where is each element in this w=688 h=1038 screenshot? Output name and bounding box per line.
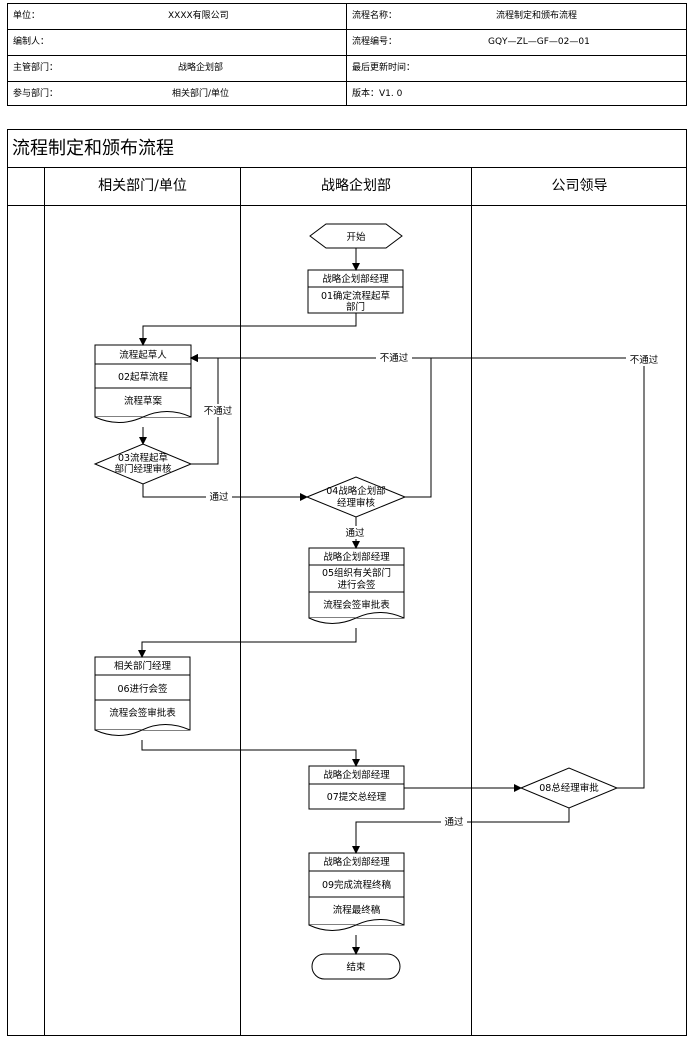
step-07-role: 战略企划部经理 xyxy=(323,769,390,781)
step-04-decision: 04战略企划部 经理审核 xyxy=(305,476,407,518)
end-node: 结束 xyxy=(311,953,401,980)
info-table: 单位： XXXX有限公司 流程名称： 流程制定和颁布流程 编制人： 流程编号： … xyxy=(7,3,687,106)
step-02-doc: 流程草案 xyxy=(124,395,163,407)
connectors xyxy=(138,248,645,955)
start-node: 开始 xyxy=(309,223,403,249)
step-05-box: 战略企划部经理 05组织有关部门 进行会签 流程会签审批表 xyxy=(308,547,405,624)
step-05-role: 战略企划部经理 xyxy=(323,551,390,563)
step-06-box: 相关部门经理 06进行会签 流程会签审批表 xyxy=(94,656,191,736)
info-divider xyxy=(346,4,347,105)
process-name-value: 流程制定和颁布流程 xyxy=(496,11,578,21)
step-02-role: 流程起草人 xyxy=(119,349,167,361)
fail-label-04: 不通过 xyxy=(380,352,409,364)
step-08-label: 08总经理审批 xyxy=(539,782,599,794)
lane-header-related-dept: 相关部门/单位 xyxy=(98,178,187,194)
step-09-action: 09完成流程终稿 xyxy=(322,879,392,891)
process-name-label: 流程名称： xyxy=(352,11,398,21)
step-02-action: 02起草流程 xyxy=(118,371,169,383)
pass-label-03: 通过 xyxy=(209,491,229,503)
lane-grid xyxy=(7,168,687,1036)
lane-header-strategy-dept: 战略企划部 xyxy=(321,178,391,194)
info-row-dept: 主管部门： 战略企划部 最后更新时间： xyxy=(8,56,686,82)
step-07-box: 战略企划部经理 07提交总经理 xyxy=(308,765,405,810)
step-01-role: 战略企划部经理 xyxy=(322,273,389,285)
step-09-box: 战略企划部经理 09完成流程终稿 流程最终稿 xyxy=(308,852,405,931)
step-06-role: 相关部门经理 xyxy=(114,660,172,672)
step-01-action-line2: 部门 xyxy=(346,301,365,313)
fail-label-03: 不通过 xyxy=(204,405,233,417)
step-06-doc: 流程会签审批表 xyxy=(109,707,176,719)
version-label: 版本：V1. 0 xyxy=(352,89,403,99)
diagram-title: 流程制定和颁布流程 xyxy=(8,130,686,168)
step-01-action-line1: 01确定流程起草 xyxy=(321,290,390,302)
process-no-label: 流程编号： xyxy=(352,37,398,47)
dept-label: 主管部门： xyxy=(13,63,59,73)
info-row-editor: 编制人： 流程编号： GQY—ZL—GF—02—01 xyxy=(8,30,686,56)
step-05-action-line1: 05组织有关部门 xyxy=(322,567,391,579)
editor-label: 编制人： xyxy=(13,37,50,47)
step-04-label-line2: 经理审核 xyxy=(337,497,376,509)
step-03-decision: 03流程起草 部门经理审核 xyxy=(93,443,193,485)
step-02-box: 流程起草人 02起草流程 流程草案 xyxy=(94,344,192,423)
updated-label: 最后更新时间： xyxy=(352,63,416,73)
step-04-label-line1: 04战略企划部 xyxy=(326,485,386,497)
info-row-participants: 参与部门： 相关部门/单位 版本：V1. 0 xyxy=(8,82,686,108)
step-09-role: 战略企划部经理 xyxy=(323,856,390,868)
step-05-doc: 流程会签审批表 xyxy=(323,599,390,611)
pass-label-08: 通过 xyxy=(444,816,464,828)
step-08-decision: 08总经理审批 xyxy=(519,767,619,809)
step-07-action: 07提交总经理 xyxy=(327,791,387,803)
unit-value: XXXX有限公司 xyxy=(168,11,229,21)
unit-label: 单位： xyxy=(13,11,41,21)
step-06-action: 06进行会签 xyxy=(117,683,168,695)
step-03-label-line1: 03流程起草 xyxy=(118,452,168,464)
lane-header-leadership: 公司领导 xyxy=(551,178,608,194)
end-label: 结束 xyxy=(346,961,366,973)
connector-labels: 不通过 通过 不通过 通过 不通过 通过 xyxy=(200,351,662,828)
participants-value: 相关部门/单位 xyxy=(172,89,230,99)
fail-label-08: 不通过 xyxy=(630,354,659,366)
diagram-frame: 流程制定和颁布流程 xyxy=(7,129,687,1036)
start-label: 开始 xyxy=(346,231,366,243)
participants-label: 参与部门： xyxy=(13,89,59,99)
dept-value: 战略企划部 xyxy=(178,63,224,73)
process-no-value: GQY—ZL—GF—02—01 xyxy=(488,37,590,47)
step-01-box: 战略企划部经理 01确定流程起草 部门 xyxy=(307,269,404,314)
step-05-action-line2: 进行会签 xyxy=(337,579,376,591)
pass-label-04: 通过 xyxy=(345,527,365,539)
info-row-unit: 单位： XXXX有限公司 流程名称： 流程制定和颁布流程 xyxy=(8,4,686,30)
step-03-label-line2: 部门经理审核 xyxy=(114,463,172,475)
step-09-doc: 流程最终稿 xyxy=(333,904,381,916)
